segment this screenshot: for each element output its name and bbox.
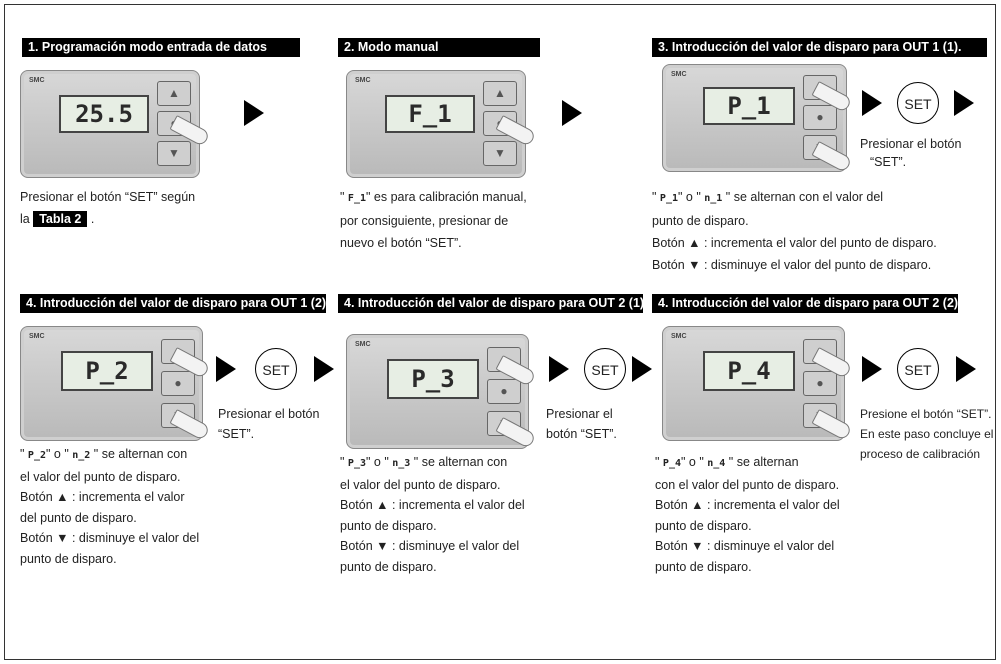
next-arrow-icon	[244, 100, 264, 126]
step3-text: " P_1" o " n_1 " se alternan con el valo…	[652, 190, 937, 272]
controller-device-step3: SMC P_1 ▲ ● ▼	[662, 64, 853, 173]
smc-logo: SMC	[355, 341, 371, 348]
down-button-icon: ▼	[483, 141, 517, 166]
smc-logo: SMC	[671, 333, 687, 340]
step4c-header: 4. Introducción del valor de disparo par…	[652, 294, 958, 313]
step4a-side-note: Presionar el botón“SET”.	[218, 407, 320, 441]
set-button-icon: ●	[487, 379, 521, 404]
step3-side-note: Presionar el botón“SET”.	[860, 137, 962, 169]
step4c-side-note: Presione el botón “SET”.En este paso con…	[860, 407, 994, 461]
step4b-text: " P_3" o " n_3 " se alternan con el valo…	[340, 455, 525, 574]
step3-header: 3. Introducción del valor de disparo par…	[652, 38, 987, 57]
set-button-circle: SET	[897, 348, 939, 390]
step1-text: Presionar el botón “SET” según la Tabla …	[20, 190, 196, 227]
set-button-circle: SET	[584, 348, 626, 390]
controller-device-step1: SMC 25.5 ▲ ● ▼	[20, 70, 211, 178]
controller-device-step4a: SMC P_2 ▲ ● ▼	[20, 326, 211, 441]
controller-device-step4c: SMC P_4 ▲ ● ▼	[662, 326, 853, 441]
next-arrow-icon	[314, 356, 334, 382]
lcd-display: P_4	[703, 351, 795, 391]
table2-highlight: Tabla 2	[33, 211, 88, 227]
page-frame	[4, 4, 996, 660]
step1-header: 1. Programación modo entrada de datos	[22, 38, 300, 57]
set-button-icon: ●	[803, 371, 837, 396]
smc-logo: SMC	[355, 77, 371, 84]
down-button-icon: ▼	[157, 141, 191, 166]
step4c-text: " P_4" o " n_4 " se alternan con el valo…	[655, 455, 840, 574]
step4b-header: 4. Introducción del valor de disparo par…	[338, 294, 643, 313]
step4a-header: 4. Introducción del valor de disparo par…	[20, 294, 326, 313]
smc-logo: SMC	[29, 333, 45, 340]
smc-logo: SMC	[29, 77, 45, 84]
step2-text: " F_1" es para calibración manual, por c…	[340, 190, 527, 250]
lcd-display: F_1	[385, 95, 475, 133]
step4a-text: " P_2" o " n_2 " se alternan con el valo…	[20, 447, 200, 566]
set-button-icon: ●	[803, 105, 837, 130]
smc-logo: SMC	[671, 71, 687, 78]
next-arrow-icon	[956, 356, 976, 382]
set-button-icon: ●	[161, 371, 195, 396]
set-button-circle: SET	[897, 82, 939, 124]
lcd-display: P_2	[61, 351, 153, 391]
lcd-display: 25.5	[59, 95, 149, 133]
lcd-display: P_3	[387, 359, 479, 399]
next-arrow-icon	[862, 356, 882, 382]
up-button-icon: ▲	[483, 81, 517, 106]
lcd-display: P_1	[703, 87, 795, 125]
next-arrow-icon	[862, 90, 882, 116]
next-arrow-icon	[562, 100, 582, 126]
next-arrow-icon	[549, 356, 569, 382]
step2-header: 2. Modo manual	[338, 38, 540, 57]
up-button-icon: ▲	[157, 81, 191, 106]
next-arrow-icon	[954, 90, 974, 116]
next-arrow-icon	[632, 356, 652, 382]
controller-device-step2: SMC F_1 ▲ ● ▼	[346, 70, 537, 178]
set-button-circle: SET	[255, 348, 297, 390]
controller-device-step4b: SMC P_3 ▲ ● ▼	[346, 334, 537, 449]
next-arrow-icon	[216, 356, 236, 382]
